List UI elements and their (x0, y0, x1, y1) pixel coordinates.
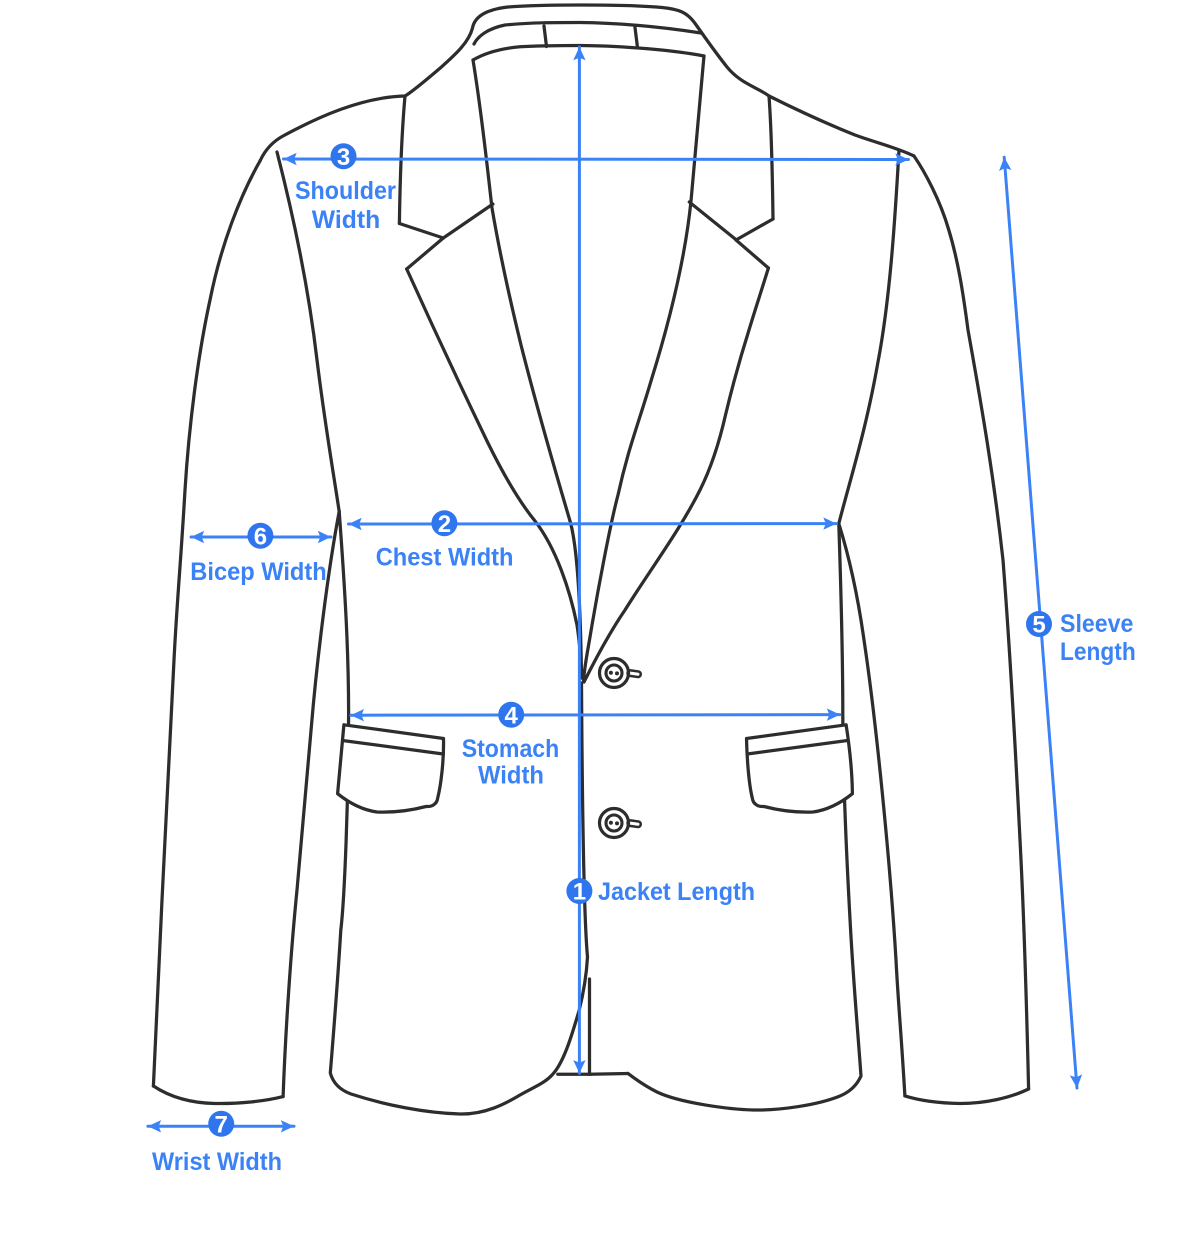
svg-text:Length: Length (1060, 638, 1136, 666)
svg-text:Width: Width (478, 762, 544, 790)
svg-text:Width: Width (312, 206, 380, 234)
svg-text:Sleeve: Sleeve (1060, 610, 1133, 638)
svg-text:3: 3 (337, 144, 350, 171)
svg-text:Bicep Width: Bicep Width (190, 558, 326, 586)
svg-text:2: 2 (438, 511, 451, 538)
svg-text:Stomach: Stomach (462, 735, 560, 763)
svg-text:Shoulder: Shoulder (295, 177, 396, 205)
svg-text:7: 7 (215, 1111, 228, 1138)
svg-text:Wrist Width: Wrist Width (152, 1148, 282, 1176)
svg-text:4: 4 (505, 702, 519, 729)
svg-text:Jacket Length: Jacket Length (598, 878, 755, 906)
svg-text:1: 1 (573, 879, 586, 906)
svg-text:6: 6 (254, 523, 267, 550)
svg-text:Chest Width: Chest Width (376, 544, 514, 572)
svg-text:5: 5 (1032, 612, 1045, 639)
